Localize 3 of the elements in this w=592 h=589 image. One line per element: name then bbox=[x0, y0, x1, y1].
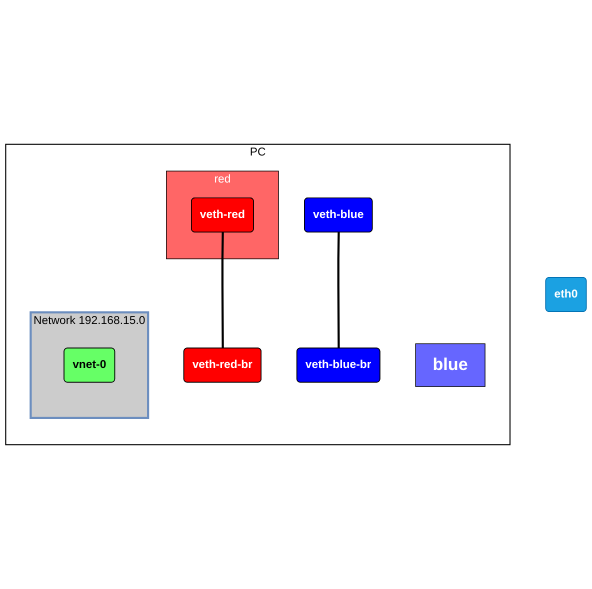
connector bbox=[221, 232, 224, 348]
connector bbox=[337, 232, 340, 348]
node-box: blue bbox=[415, 343, 486, 387]
